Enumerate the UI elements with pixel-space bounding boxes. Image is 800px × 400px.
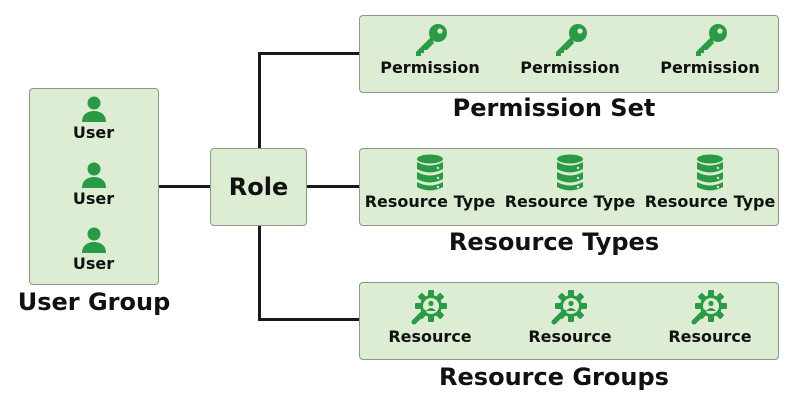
connector-to-permission-set	[258, 52, 360, 55]
resource-type-label: Resource Type	[504, 192, 636, 211]
key-icon	[696, 24, 727, 56]
resource-type-label: Resource Type	[364, 192, 496, 211]
permission-item: Permission	[500, 22, 640, 78]
permission-item: Permission	[640, 22, 780, 78]
permission-set-title: Permission Set	[452, 94, 656, 122]
resource-groups-title: Resource Groups	[439, 363, 669, 391]
user-icon	[81, 227, 106, 253]
connector-role-to-resource-types	[306, 185, 360, 188]
gear-search-icon	[691, 290, 727, 325]
resource-type-label: Resource Type	[644, 192, 776, 211]
connector-to-resource-groups	[258, 318, 360, 321]
resource-groups-box: Resource Resource	[359, 282, 779, 360]
gear-search-icon	[551, 290, 587, 325]
gear-search-icon	[411, 290, 447, 325]
key-icon	[416, 24, 447, 56]
database-icon	[697, 154, 723, 191]
permission-label: Permission	[380, 58, 480, 77]
resource-type-item: Resource Type	[500, 154, 640, 212]
user-group-box: User User User	[29, 88, 159, 285]
resource-label: Resource	[528, 327, 612, 346]
role-box: Role	[210, 148, 307, 226]
permission-item: Permission	[360, 22, 500, 78]
resource-item: Resource	[360, 289, 500, 347]
role-label: Role	[228, 173, 289, 201]
permission-set-box: Permission Permission Permission	[359, 15, 779, 93]
user-label: User	[72, 254, 115, 273]
resource-item: Resource	[500, 289, 640, 347]
user-label: User	[72, 123, 115, 142]
user-item: User	[30, 161, 157, 209]
resource-types-title: Resource Types	[448, 228, 660, 256]
user-group-title: User Group	[17, 288, 171, 316]
resource-label: Resource	[668, 327, 752, 346]
user-item: User	[30, 226, 157, 274]
key-icon	[556, 24, 587, 56]
permission-label: Permission	[660, 58, 760, 77]
user-item: User	[30, 95, 157, 143]
connector-user-group-to-role	[158, 185, 210, 188]
resource-types-box: Resource Type Resource Type Resource Typ…	[359, 148, 779, 226]
permission-label: Permission	[520, 58, 620, 77]
connector-vertical-upper	[258, 52, 261, 148]
connector-vertical-lower	[258, 226, 261, 321]
user-label: User	[72, 189, 115, 208]
resource-label: Resource	[388, 327, 472, 346]
resource-type-item: Resource Type	[360, 154, 500, 212]
resource-item: Resource	[640, 289, 780, 347]
database-icon	[557, 154, 583, 191]
resource-type-item: Resource Type	[640, 154, 780, 212]
user-icon	[81, 162, 106, 188]
user-icon	[81, 96, 106, 122]
database-icon	[417, 154, 443, 191]
